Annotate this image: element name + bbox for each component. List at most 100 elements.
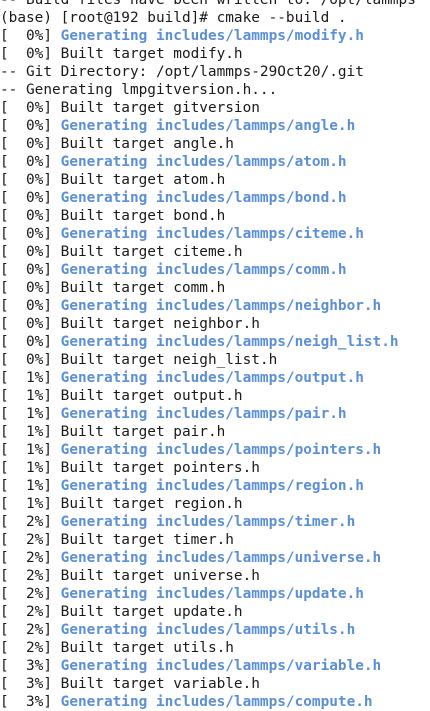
output-text: Built target neigh_list.h bbox=[60, 352, 278, 368]
progress-percent: [ 0%] bbox=[0, 208, 61, 224]
progress-percent: [ 0%] bbox=[0, 118, 61, 134]
terminal-line: [ 2%] Built target timer.h bbox=[0, 531, 430, 549]
terminal-line-generating: [ 0%] Generating includes/lammps/angle.h bbox=[0, 117, 430, 135]
output-text: Built target gitversion bbox=[60, 100, 260, 116]
terminal-line-generating: [ 0%] Generating includes/lammps/citeme.… bbox=[0, 225, 430, 243]
progress-percent: [ 0%] bbox=[0, 28, 61, 44]
output-text: Built target angle.h bbox=[60, 136, 234, 152]
progress-percent: [ 0%] bbox=[0, 262, 61, 278]
progress-percent: [ 2%] bbox=[0, 568, 61, 584]
terminal-line: [ 3%] Built target variable.h bbox=[0, 675, 430, 693]
terminal-line: [ 0%] Built target bond.h bbox=[0, 207, 430, 225]
output-text: Built target neighbor.h bbox=[60, 316, 260, 332]
output-text: Built target bond.h bbox=[60, 208, 226, 224]
generating-message: Generating includes/lammps/pointers.h bbox=[60, 442, 382, 458]
progress-percent: [ 0%] bbox=[0, 226, 61, 242]
progress-percent: [ 2%] bbox=[0, 586, 61, 602]
terminal-line: -- Generating lmpgitversion.h... bbox=[0, 81, 430, 99]
output-text: Built target utils.h bbox=[60, 640, 234, 656]
progress-percent: [ 3%] bbox=[0, 658, 61, 674]
progress-percent: [ 1%] bbox=[0, 424, 61, 440]
terminal-line: (base) [root@192 build]# cmake --build . bbox=[0, 9, 430, 27]
progress-percent: [ 1%] bbox=[0, 406, 61, 422]
progress-percent: [ 1%] bbox=[0, 496, 61, 512]
terminal-line-generating: [ 3%] Generating includes/lammps/compute… bbox=[0, 693, 430, 711]
terminal-line: [ 0%] Built target neighbor.h bbox=[0, 315, 430, 333]
generating-message: Generating includes/lammps/comm.h bbox=[60, 262, 347, 278]
generating-message: Generating includes/lammps/bond.h bbox=[60, 190, 347, 206]
output-text: Built target comm.h bbox=[60, 280, 226, 296]
progress-percent: [ 0%] bbox=[0, 172, 61, 188]
terminal-line-generating: [ 0%] Generating includes/lammps/bond.h bbox=[0, 189, 430, 207]
progress-percent: [ 2%] bbox=[0, 532, 61, 548]
progress-percent: [ 0%] bbox=[0, 316, 61, 332]
generating-message: Generating includes/lammps/update.h bbox=[60, 586, 364, 602]
progress-percent: [ 0%] bbox=[0, 352, 61, 368]
output-text: Built target output.h bbox=[60, 388, 243, 404]
output-text: Built target universe.h bbox=[60, 568, 260, 584]
terminal-line: [ 0%] Built target modify.h bbox=[0, 45, 430, 63]
terminal-line-generating: [ 0%] Generating includes/lammps/modify.… bbox=[0, 27, 430, 45]
output-text: Built target region.h bbox=[60, 496, 243, 512]
terminal-line: [ 1%] Built target output.h bbox=[0, 387, 430, 405]
output-text: Built target citeme.h bbox=[60, 244, 243, 260]
terminal-line: [ 0%] Built target atom.h bbox=[0, 171, 430, 189]
output-text: Built target pair.h bbox=[60, 424, 226, 440]
generating-message: Generating includes/lammps/output.h bbox=[60, 370, 364, 386]
terminal-line-generating: [ 2%] Generating includes/lammps/utils.h bbox=[0, 621, 430, 639]
terminal-line: [ 2%] Built target universe.h bbox=[0, 567, 430, 585]
terminal-line: [ 1%] Built target pointers.h bbox=[0, 459, 430, 477]
terminal-line-generating: [ 1%] Generating includes/lammps/pair.h bbox=[0, 405, 430, 423]
terminal-line: [ 0%] Built target citeme.h bbox=[0, 243, 430, 261]
terminal-line: [ 0%] Built target gitversion bbox=[0, 99, 430, 117]
terminal-line-generating: [ 0%] Generating includes/lammps/comm.h bbox=[0, 261, 430, 279]
progress-percent: [ 2%] bbox=[0, 604, 61, 620]
progress-percent: [ 0%] bbox=[0, 46, 61, 62]
terminal-line: [ 0%] Built target comm.h bbox=[0, 279, 430, 297]
output-text: Built target variable.h bbox=[60, 676, 260, 692]
progress-percent: [ 1%] bbox=[0, 442, 61, 458]
terminal-line-generating: [ 2%] Generating includes/lammps/univers… bbox=[0, 549, 430, 567]
progress-percent: [ 3%] bbox=[0, 676, 61, 692]
terminal-line-generating: [ 2%] Generating includes/lammps/update.… bbox=[0, 585, 430, 603]
generating-message: Generating includes/lammps/timer.h bbox=[60, 514, 356, 530]
generating-message: Generating includes/lammps/variable.h bbox=[60, 658, 382, 674]
generating-message: Generating includes/lammps/pair.h bbox=[60, 406, 347, 422]
progress-percent: [ 0%] bbox=[0, 100, 61, 116]
terminal-line: -- Git Directory: /opt/lammps-29Oct20/.g… bbox=[0, 63, 430, 81]
generating-message: Generating includes/lammps/region.h bbox=[60, 478, 364, 494]
terminal-line: -- Build files have been written to: /op… bbox=[0, 0, 430, 9]
generating-message: Generating includes/lammps/atom.h bbox=[60, 154, 347, 170]
generating-message: Generating includes/lammps/angle.h bbox=[60, 118, 356, 134]
terminal-line-generating: [ 0%] Generating includes/lammps/neighbo… bbox=[0, 297, 430, 315]
generating-message: Generating includes/lammps/compute.h bbox=[60, 694, 373, 710]
output-text: Built target modify.h bbox=[60, 46, 243, 62]
generating-message: Generating includes/lammps/utils.h bbox=[60, 622, 356, 638]
progress-percent: [ 0%] bbox=[0, 334, 61, 350]
terminal-line-generating: [ 1%] Generating includes/lammps/pointer… bbox=[0, 441, 430, 459]
output-text: (base) [root@192 build]# cmake --build . bbox=[0, 10, 347, 26]
generating-message: Generating includes/lammps/modify.h bbox=[60, 28, 364, 44]
progress-percent: [ 2%] bbox=[0, 550, 61, 566]
generating-message: Generating includes/lammps/citeme.h bbox=[60, 226, 364, 242]
output-text: Built target timer.h bbox=[60, 532, 234, 548]
progress-percent: [ 0%] bbox=[0, 154, 61, 170]
terminal-line-generating: [ 1%] Generating includes/lammps/output.… bbox=[0, 369, 430, 387]
progress-percent: [ 2%] bbox=[0, 514, 61, 530]
progress-percent: [ 2%] bbox=[0, 640, 61, 656]
terminal-line-generating: [ 0%] Generating includes/lammps/neigh_l… bbox=[0, 333, 430, 351]
generating-message: Generating includes/lammps/neigh_list.h bbox=[60, 334, 399, 350]
output-text: -- Generating lmpgitversion.h... bbox=[0, 82, 278, 98]
terminal-line: [ 2%] Built target utils.h bbox=[0, 639, 430, 657]
terminal-line: [ 1%] Built target region.h bbox=[0, 495, 430, 513]
progress-percent: [ 1%] bbox=[0, 370, 61, 386]
progress-percent: [ 3%] bbox=[0, 694, 61, 710]
progress-percent: [ 0%] bbox=[0, 136, 61, 152]
terminal-line: [ 2%] Built target update.h bbox=[0, 603, 430, 621]
output-text: Built target update.h bbox=[60, 604, 243, 620]
output-text: -- Build files have been written to: /op… bbox=[0, 0, 416, 8]
terminal-line: [ 0%] Built target neigh_list.h bbox=[0, 351, 430, 369]
progress-percent: [ 1%] bbox=[0, 460, 61, 476]
progress-percent: [ 0%] bbox=[0, 298, 61, 314]
